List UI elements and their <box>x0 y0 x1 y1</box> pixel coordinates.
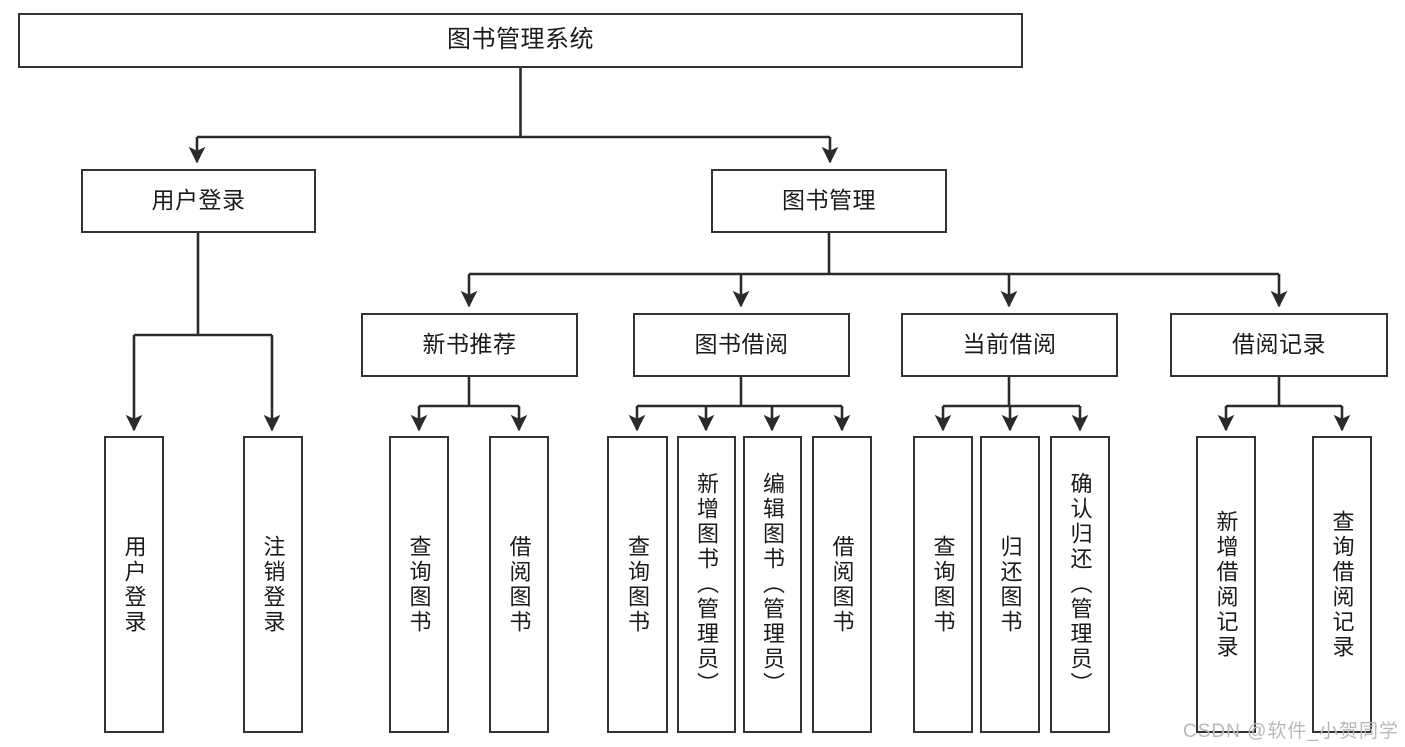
node-label: 借阅图书 <box>829 534 855 635</box>
leaf-user-login-signout[interactable]: 注销登录 <box>243 436 303 733</box>
node-label: 图书管理 <box>782 187 876 214</box>
node-label: 查询图书 <box>625 534 651 635</box>
leaf-records-query-record[interactable]: 查询借阅记录 <box>1312 436 1372 733</box>
node-label: 借阅图书 <box>506 534 532 635</box>
leaf-recommend-borrow-book[interactable]: 借阅图书 <box>489 436 549 733</box>
leaf-borrow-add-book-admin[interactable]: 新增图书（管理员） <box>677 436 736 733</box>
node-label: 用户登录 <box>151 187 246 214</box>
node-label: 查询借阅记录 <box>1329 509 1355 660</box>
node-label: 图书管理系统 <box>447 26 594 54</box>
node-book-borrow[interactable]: 图书借阅 <box>633 313 850 377</box>
node-current-borrow[interactable]: 当前借阅 <box>901 313 1118 377</box>
node-user-login[interactable]: 用户登录 <box>81 169 316 233</box>
node-label: 借阅记录 <box>1232 331 1326 358</box>
leaf-current-confirm-return-admin[interactable]: 确认归还（管理员） <box>1050 436 1110 733</box>
leaf-borrow-borrow-book[interactable]: 借阅图书 <box>812 436 872 733</box>
leaf-borrow-edit-book-admin[interactable]: 编辑图书（管理员） <box>743 436 802 733</box>
node-label: 确认归还（管理员） <box>1067 472 1093 697</box>
leaf-user-login-signin[interactable]: 用户登录 <box>104 436 164 733</box>
node-label: 图书借阅 <box>694 331 789 358</box>
leaf-records-add-record[interactable]: 新增借阅记录 <box>1196 436 1256 733</box>
node-borrow-records[interactable]: 借阅记录 <box>1170 313 1388 377</box>
leaf-recommend-query-book[interactable]: 查询图书 <box>389 436 449 733</box>
node-label: 新增图书（管理员） <box>694 472 720 697</box>
node-label: 注销登录 <box>260 534 286 635</box>
leaf-current-return-book[interactable]: 归还图书 <box>980 436 1040 733</box>
node-label: 用户登录 <box>121 534 147 635</box>
node-label: 编辑图书（管理员） <box>760 472 786 697</box>
leaf-borrow-query-book[interactable]: 查询图书 <box>607 436 668 733</box>
node-label: 查询图书 <box>930 534 956 635</box>
node-book-management[interactable]: 图书管理 <box>711 169 947 233</box>
leaf-current-query-book[interactable]: 查询图书 <box>913 436 973 733</box>
node-label: 当前借阅 <box>962 331 1057 358</box>
node-label: 查询图书 <box>406 534 432 635</box>
node-label: 新增借阅记录 <box>1213 509 1239 660</box>
node-new-book-recommend[interactable]: 新书推荐 <box>361 313 578 377</box>
node-root-system[interactable]: 图书管理系统 <box>18 13 1023 68</box>
node-label: 归还图书 <box>997 534 1023 635</box>
node-label: 新书推荐 <box>422 331 517 358</box>
csdn-watermark: CSDN @软件_小贺同学 <box>1183 721 1399 742</box>
